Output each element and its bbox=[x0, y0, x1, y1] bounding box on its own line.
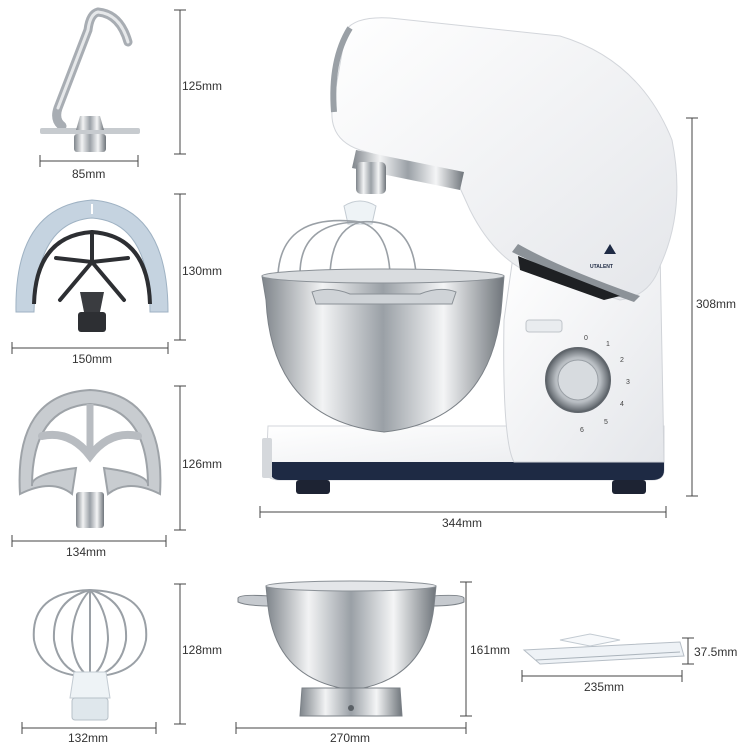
flex-beater-height-dim bbox=[174, 193, 186, 341]
speed-mark-1: 1 bbox=[606, 341, 610, 348]
flat-beater-height-dim bbox=[174, 385, 186, 531]
flat-beater-height-label: 126mm bbox=[182, 457, 223, 471]
splash-guard-width-label: 235mm bbox=[584, 680, 625, 694]
stand-mixer bbox=[261, 17, 678, 494]
speed-mark-6: 6 bbox=[580, 427, 584, 434]
bowl-height-label: 161mm bbox=[470, 643, 511, 657]
flat-beater-width-label: 134mm bbox=[66, 545, 107, 559]
splash-guard-height-label: 37.5mm bbox=[694, 645, 738, 659]
flat-beater bbox=[18, 388, 162, 528]
bowl-height-dim bbox=[460, 581, 472, 717]
whisk-height-label: 128mm bbox=[182, 643, 223, 657]
splash-guard bbox=[522, 633, 685, 665]
dough-hook-height-label: 125mm bbox=[182, 79, 223, 93]
whisk bbox=[32, 589, 148, 677]
whisk-width-dim bbox=[21, 722, 157, 734]
bowl-width-label: 270mm bbox=[330, 731, 371, 745]
whisk-width-label: 132mm bbox=[68, 731, 109, 745]
bowl-width-dim bbox=[235, 722, 467, 734]
speed-dial-marks: 0 1 2 3 4 5 6 bbox=[580, 335, 630, 434]
whisk-hub bbox=[69, 671, 111, 721]
speed-mark-0: 0 bbox=[584, 335, 588, 342]
speed-mark-5: 5 bbox=[604, 419, 608, 426]
flex-beater-width-label: 150mm bbox=[72, 352, 113, 366]
mixer-width-label: 344mm bbox=[442, 516, 483, 530]
speed-mark-4: 4 bbox=[620, 401, 624, 408]
mixing-bowl bbox=[237, 580, 465, 717]
dough-hook-height-dim bbox=[174, 9, 186, 155]
flex-beater-width-dim bbox=[11, 342, 169, 354]
dough-hook bbox=[40, 7, 140, 152]
speed-mark-2: 2 bbox=[620, 357, 624, 364]
mixer-height-dim bbox=[686, 117, 698, 497]
speed-mark-3: 3 bbox=[626, 379, 630, 386]
mixer-width-dim bbox=[259, 506, 667, 518]
dough-hook-width-dim bbox=[39, 155, 139, 167]
brand-label: UTALENT bbox=[590, 264, 613, 270]
flex-beater bbox=[15, 199, 169, 332]
mixer-height-label: 308mm bbox=[696, 297, 737, 311]
dough-hook-width-label: 85mm bbox=[72, 167, 106, 181]
splash-guard-width-dim bbox=[521, 670, 683, 682]
whisk-height-dim bbox=[174, 583, 186, 725]
flat-beater-width-dim bbox=[11, 535, 167, 547]
splash-guard-height-dim bbox=[682, 637, 694, 665]
flex-beater-height-label: 130mm bbox=[182, 264, 223, 278]
